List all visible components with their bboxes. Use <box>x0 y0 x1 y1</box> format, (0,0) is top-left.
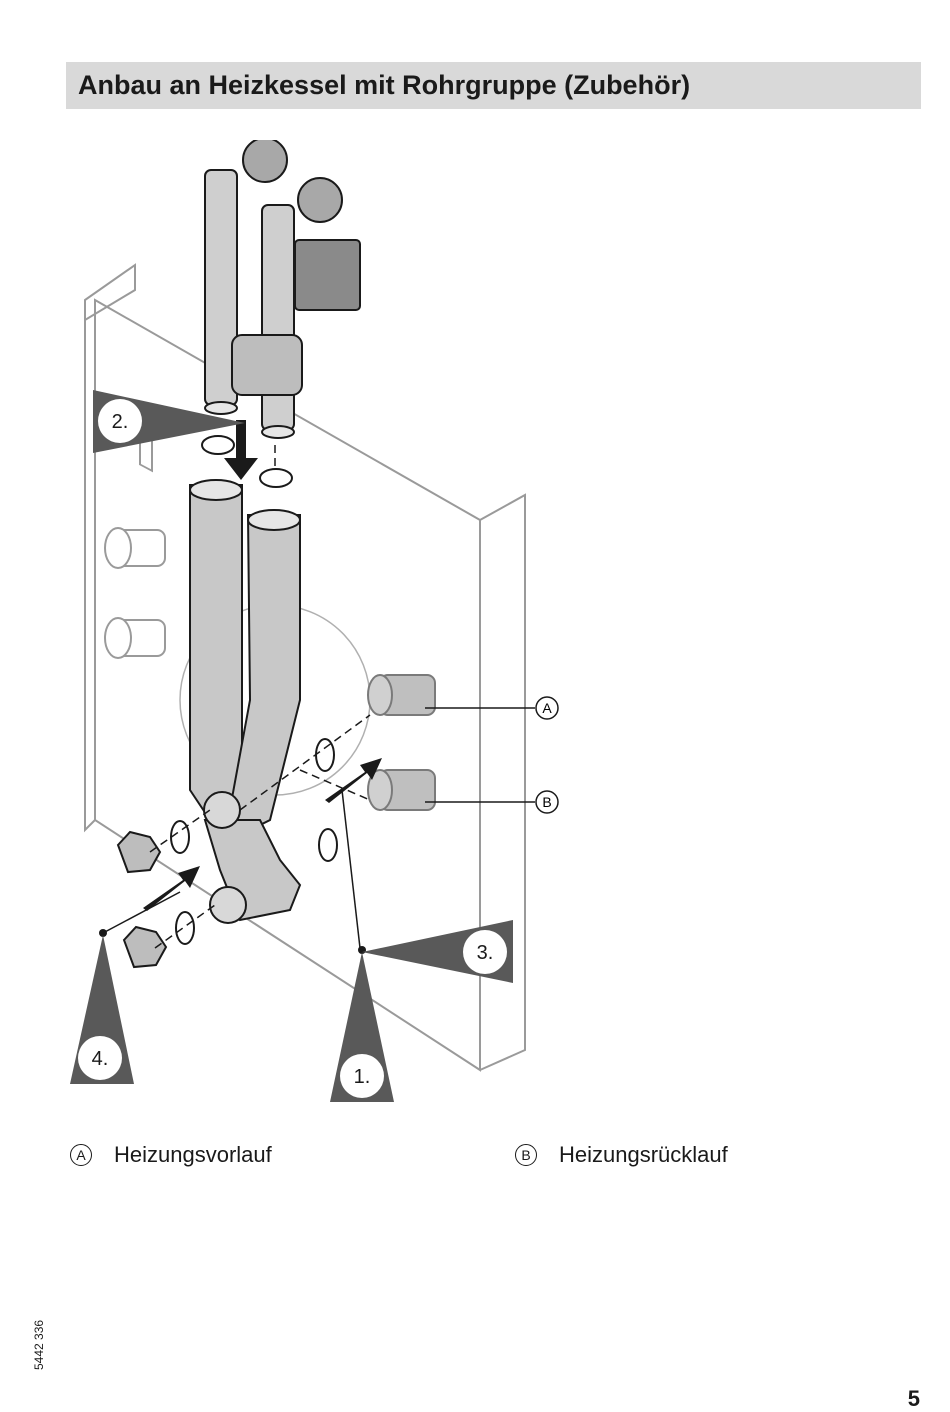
legend-key-a: A <box>70 1144 92 1166</box>
pipe-set <box>189 479 302 924</box>
step-1-marker: 1. <box>330 952 394 1102</box>
step-3-marker: 3. <box>362 920 513 983</box>
page-number: 5 <box>907 1386 920 1411</box>
svg-text:3.: 3. <box>477 942 494 964</box>
leader-lines <box>102 707 535 949</box>
svg-text:4.: 4. <box>92 1048 109 1070</box>
svg-text:1.: 1. <box>354 1066 371 1088</box>
legend-item-a: A Heizungsvorlauf <box>70 1140 272 1170</box>
svg-text:2.: 2. <box>112 411 129 433</box>
page-title: Anbau an Heizkessel mit Rohrgruppe (Zube… <box>78 70 691 100</box>
step-2-marker: 2. <box>93 390 245 453</box>
legend-item-b: B Heizungsrücklauf <box>515 1140 728 1170</box>
boiler-nozzles-left <box>104 527 166 659</box>
boiler-nozzles-right <box>367 674 436 811</box>
boiler-housing <box>84 263 526 1072</box>
callout-b: B <box>535 790 559 814</box>
svg-text:B: B <box>542 794 551 810</box>
legend-key-b: B <box>515 1144 537 1166</box>
step-4-marker: 4. <box>70 935 134 1084</box>
alignment-lines <box>149 445 371 949</box>
legend-label-a: Heizungsvorlauf <box>114 1142 272 1167</box>
title-bar: Anbau an Heizkessel mit Rohrgruppe (Zube… <box>66 62 921 109</box>
leader-dot-4 <box>99 929 107 937</box>
assembly-arrows <box>143 420 382 911</box>
legend-label-b: Heizungsrücklauf <box>559 1142 728 1167</box>
seal-rings <box>170 435 338 945</box>
svg-text:A: A <box>542 700 552 716</box>
callout-a: A <box>535 696 559 720</box>
installation-illustration: A B 2. 3. 1. 4. <box>70 140 559 1102</box>
document-number: 5442 336 <box>32 1319 46 1370</box>
pump-group <box>204 140 361 439</box>
hex-caps <box>116 830 168 969</box>
